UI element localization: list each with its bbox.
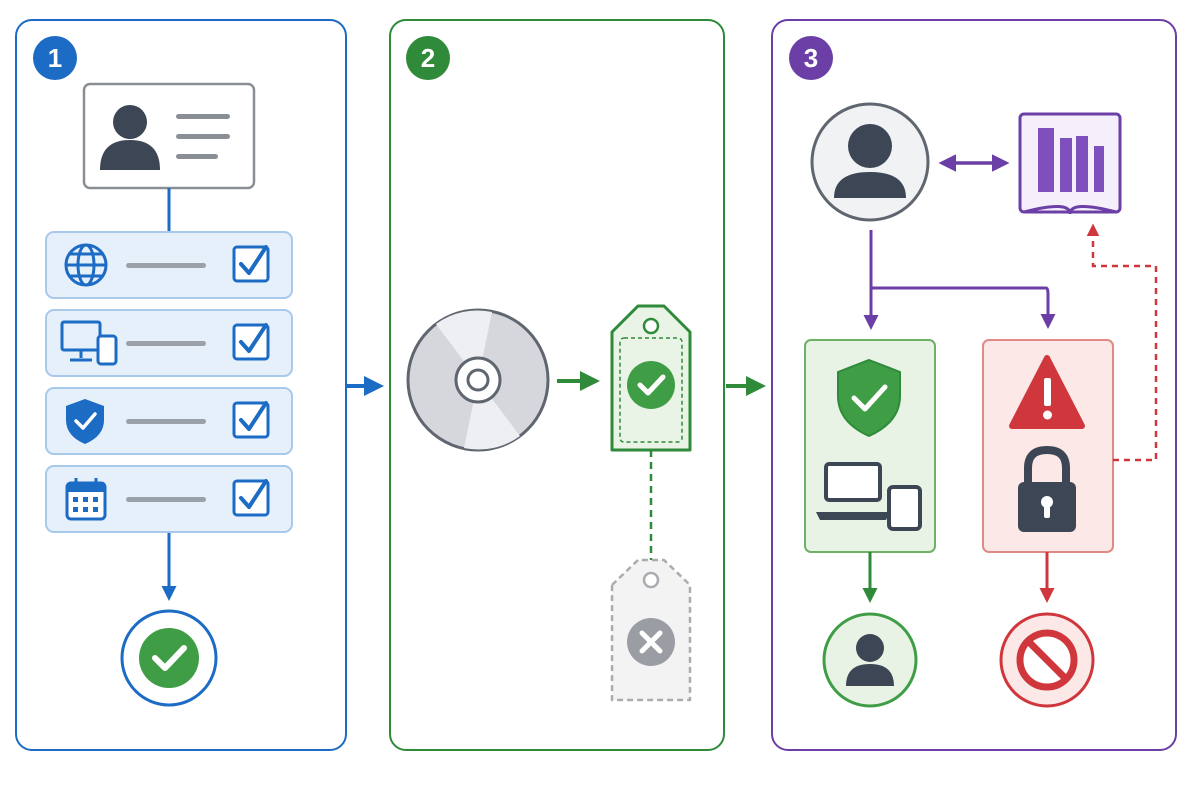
svg-text:2: 2 — [421, 43, 435, 73]
access-granted-box — [804, 339, 936, 553]
step-badge-2: 2 — [406, 36, 450, 80]
check-row-calendar — [45, 465, 293, 533]
check-row-devices — [45, 309, 293, 377]
blocked-icon — [999, 612, 1095, 708]
svg-text:3: 3 — [804, 43, 818, 73]
checkbox-checked-icon — [232, 245, 270, 283]
feedback-denied-to-library — [1086, 223, 1158, 462]
connector-user-to-denied — [869, 230, 1056, 329]
checkbox-checked-icon — [232, 323, 270, 361]
step-badge-3: 3 — [789, 36, 833, 80]
step-badge-1: 1 — [33, 36, 77, 80]
warning-icon — [1009, 355, 1085, 429]
shield-check-icon — [837, 358, 901, 438]
access-denied-box — [982, 339, 1114, 553]
lock-icon — [1018, 445, 1076, 532]
library-icon — [1018, 112, 1122, 215]
license-tag-invalid-icon — [610, 558, 692, 702]
checkbox-checked-icon — [232, 401, 270, 439]
panel-step-3: 3 — [771, 19, 1177, 751]
panel-step-1: 1 — [15, 19, 347, 751]
user-granted-icon — [822, 612, 918, 708]
checkbox-checked-icon — [232, 479, 270, 517]
globe-icon — [64, 243, 108, 287]
id-card-icon — [82, 82, 256, 190]
devices-icon — [816, 462, 922, 531]
check-row-globe — [45, 231, 293, 299]
panel-step-2: 2 — [389, 19, 725, 751]
devices-icon — [60, 320, 118, 366]
calendar-icon — [65, 478, 107, 521]
check-circle-icon — [120, 609, 218, 707]
svg-text:1: 1 — [48, 43, 62, 73]
license-tag-valid-icon — [610, 304, 692, 452]
user-avatar-icon — [810, 102, 930, 222]
disc-icon — [406, 308, 550, 452]
shield-check-icon — [66, 399, 104, 444]
check-row-security — [45, 387, 293, 455]
